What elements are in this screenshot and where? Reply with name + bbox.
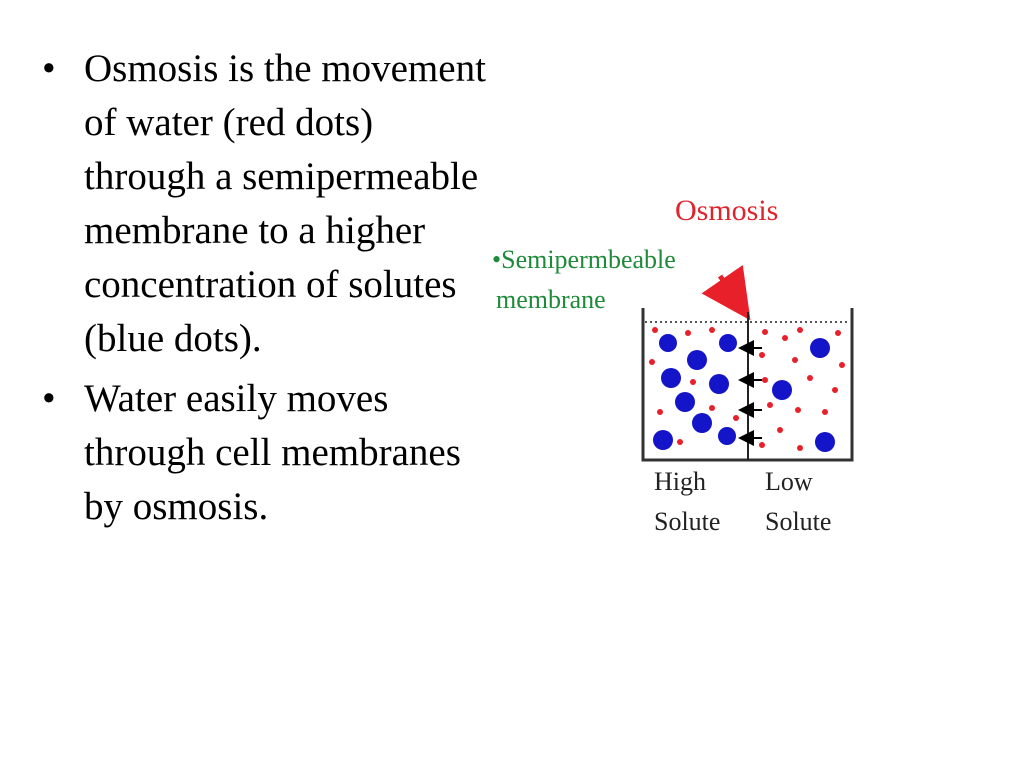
bullet-text: Osmosis is the movement of water (red do…: [84, 47, 486, 360]
water-dot: [795, 407, 801, 413]
membrane-label-line1: •Semipermbeable: [492, 245, 676, 274]
diagram-title: Osmosis: [675, 194, 778, 227]
solute-dot: [692, 413, 712, 433]
water-dot: [759, 352, 765, 358]
right-solutes: [772, 338, 835, 452]
water-dot: [652, 327, 658, 333]
right-label-line2: Solute: [765, 507, 831, 536]
water-dot: [709, 405, 715, 411]
water-dot: [782, 335, 788, 341]
bullet-item: • Osmosis is the movement of water (red …: [40, 42, 490, 366]
bullet-text: Water easily moves through cell membrane…: [84, 377, 461, 528]
water-dot: [835, 330, 841, 336]
bullet-item: • Water easily moves through cell membra…: [40, 372, 490, 534]
water-dot: [822, 409, 828, 415]
osmosis-arrows: [738, 340, 762, 446]
osmosis-diagram: Osmosis •Semipermbeable membrane: [480, 180, 880, 560]
water-dot: [807, 375, 813, 381]
bullet-list: • Osmosis is the movement of water (red …: [40, 42, 490, 540]
solute-dot: [810, 338, 830, 358]
water-dot: [777, 427, 783, 433]
water-dot: [797, 445, 803, 451]
left-water: [649, 327, 739, 445]
solute-dot: [815, 432, 835, 452]
membrane-pointer-arrow: [701, 264, 751, 321]
water-dot: [759, 442, 765, 448]
osmosis-diagram-svg: Osmosis •Semipermbeable membrane: [492, 194, 854, 536]
water-dot: [690, 379, 696, 385]
water-dot: [733, 415, 739, 421]
water-dot: [685, 330, 691, 336]
solute-dot: [709, 374, 729, 394]
water-dot: [709, 327, 715, 333]
solute-dot: [719, 334, 737, 352]
solute-dot: [675, 392, 695, 412]
water-dot: [792, 357, 798, 363]
bullet-marker: •: [42, 47, 56, 90]
water-dot: [762, 329, 768, 335]
left-solutes: [653, 334, 737, 450]
water-dot: [649, 359, 655, 365]
water-dot: [839, 362, 845, 368]
solute-dot: [661, 368, 681, 388]
solute-dot: [772, 380, 792, 400]
water-dot: [832, 387, 838, 393]
solute-dot: [653, 430, 673, 450]
left-label-line2: Solute: [654, 507, 720, 536]
solute-dot: [718, 427, 736, 445]
right-water: [759, 327, 845, 451]
water-dot: [767, 402, 773, 408]
left-label-line1: High: [654, 467, 706, 496]
water-dot: [657, 409, 663, 415]
membrane-label-line2: membrane: [496, 285, 606, 314]
water-dot: [762, 377, 768, 383]
water-dot: [677, 439, 683, 445]
solute-dot: [659, 334, 677, 352]
solute-dot: [687, 350, 707, 370]
bullet-marker: •: [42, 377, 56, 420]
right-label-line1: Low: [765, 467, 813, 496]
water-dot: [797, 327, 803, 333]
